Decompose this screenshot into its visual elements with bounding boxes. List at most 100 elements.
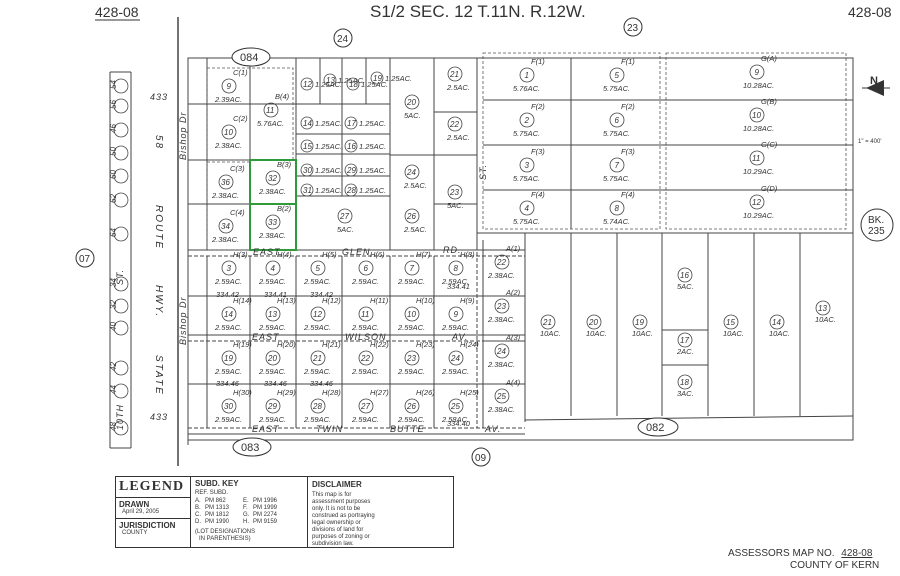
parcel-area: 2.38AC. <box>487 315 515 324</box>
parcel-circle <box>749 64 765 80</box>
adj-ref-07-label: 07 <box>79 254 91 265</box>
legend-disclaimer-title: DISCLAIMER <box>312 480 362 489</box>
parcel-area: 2.59AC. <box>214 367 242 376</box>
parcel-circle <box>448 306 464 322</box>
parcel-area: 2.5AC. <box>403 225 427 234</box>
map-title: S1/2 SEC. 12 T.11N. R.12W. <box>370 2 586 21</box>
parcel-circle <box>404 398 420 414</box>
parcel-code: A(3) <box>505 333 521 342</box>
parcel-number: 11 <box>752 154 760 163</box>
book-235-ref <box>860 208 894 242</box>
parcel-code: A(2) <box>505 288 521 297</box>
parcel-number: 23 <box>406 354 416 363</box>
book-ref-083-label: 083 <box>241 442 259 454</box>
legend-disclaimer-line: subdivision law. <box>312 541 354 547</box>
left-column-circle <box>113 226 129 242</box>
parcel-code: H(6) <box>370 250 385 259</box>
parcel-circle <box>344 116 358 130</box>
parcel-number: 19 <box>373 74 382 83</box>
parcel-code: F(1) <box>621 57 635 66</box>
adj-ref-09 <box>471 447 491 467</box>
parcel-code: H(21) <box>322 340 341 349</box>
parcel-circle <box>300 183 314 197</box>
left-column-circle <box>113 298 129 314</box>
highlight-parcel-33[interactable] <box>249 203 297 251</box>
parcel-circle <box>448 260 464 276</box>
north-letter: N <box>870 75 878 87</box>
parcel-circle <box>404 94 420 110</box>
left-column-number: 60 <box>109 170 118 179</box>
parcel-area: 5.75AC. <box>603 174 630 183</box>
parcel-area: 2.59AC. <box>351 277 379 286</box>
parcel-area: 2.59AC. <box>214 415 242 424</box>
parcel-code: H(8) <box>460 250 475 259</box>
parcel-number: 17 <box>347 119 356 128</box>
legend-subd-cell: D. <box>195 519 201 525</box>
book-ref-082-label: 082 <box>646 422 664 434</box>
parcel-number: 6 <box>364 264 369 273</box>
parcel-number: 24 <box>406 168 416 177</box>
parcel-number: 5 <box>316 264 321 273</box>
street-butte: BUTTE <box>390 424 425 434</box>
parcel-area: 2.59AC. <box>303 277 331 286</box>
legend-drawn-date: April 29, 2005 <box>116 509 190 519</box>
parcel-number: 31 <box>303 186 312 195</box>
parcel-area: 2.59AC. <box>258 277 286 286</box>
parcel-area: 1.25AC. <box>359 166 386 175</box>
parcel-code: B(2) <box>277 204 292 213</box>
legend-subd-head: REF. SUBD. <box>191 490 307 497</box>
parcel-area: 2.59AC. <box>214 323 242 332</box>
parcel-area: 10.29AC. <box>743 211 774 220</box>
parcel-code: H(11) <box>370 296 389 305</box>
parcel-circle <box>300 163 314 177</box>
parcel-number: 10 <box>752 111 761 120</box>
parcel-circle <box>310 260 326 276</box>
left-column-number: 56 <box>109 100 118 109</box>
parcel-circle <box>221 260 237 276</box>
parcel-number: 9 <box>454 310 459 319</box>
parcel-area: 10.29AC. <box>743 167 774 176</box>
parcel-number: 10 <box>407 310 416 319</box>
parcel-circle <box>263 102 279 118</box>
book-235-line1: BK. <box>868 215 884 226</box>
parcel-number: 28 <box>312 402 322 411</box>
parcel-circle <box>300 139 314 153</box>
parcel-circle <box>344 183 358 197</box>
adj-ref-23-label: 23 <box>627 23 639 34</box>
parcel-circle <box>344 139 358 153</box>
parcel-circle <box>323 73 337 87</box>
parcel-circle <box>749 150 765 166</box>
legend-subd-cell: PM 1990 <box>205 519 230 525</box>
parcel-circle <box>494 388 510 404</box>
parcel-circle <box>540 314 556 330</box>
parcel-area: 5.75AC. <box>603 129 630 138</box>
left-column-circle <box>113 320 129 336</box>
adj-ref-09-label: 09 <box>475 453 487 464</box>
adj-ref-07 <box>75 248 95 268</box>
parcel-number: 16 <box>680 271 689 280</box>
parcel-circle <box>519 200 535 216</box>
parcel-number: 14 <box>303 119 312 128</box>
parcel-number: 21 <box>449 70 459 79</box>
parcel-area: 2.5AC. <box>446 133 470 142</box>
left-column-circle <box>113 276 129 292</box>
parcel-code: H(22) <box>370 340 389 349</box>
parcel-number: 25 <box>496 392 506 401</box>
street-bishop-dr-upper: Bishop Dr <box>178 111 188 160</box>
parcel-circle <box>221 124 237 140</box>
assessor-map-label-text: ASSESSORS MAP NO. <box>728 548 835 559</box>
parcel-circle <box>221 306 237 322</box>
parcel-number: 9 <box>755 68 760 77</box>
parcel-area: 5.76AC. <box>257 119 284 128</box>
parcel-area: 2.59AC. <box>397 367 425 376</box>
parcel-circle <box>749 107 765 123</box>
parcel-circle <box>310 350 326 366</box>
parcel-circle <box>265 306 281 322</box>
parcel-number: 19 <box>635 318 644 327</box>
parcel-number: 5 <box>615 71 620 80</box>
adj-ref-23 <box>623 17 643 37</box>
route-number: 58 <box>153 135 164 150</box>
